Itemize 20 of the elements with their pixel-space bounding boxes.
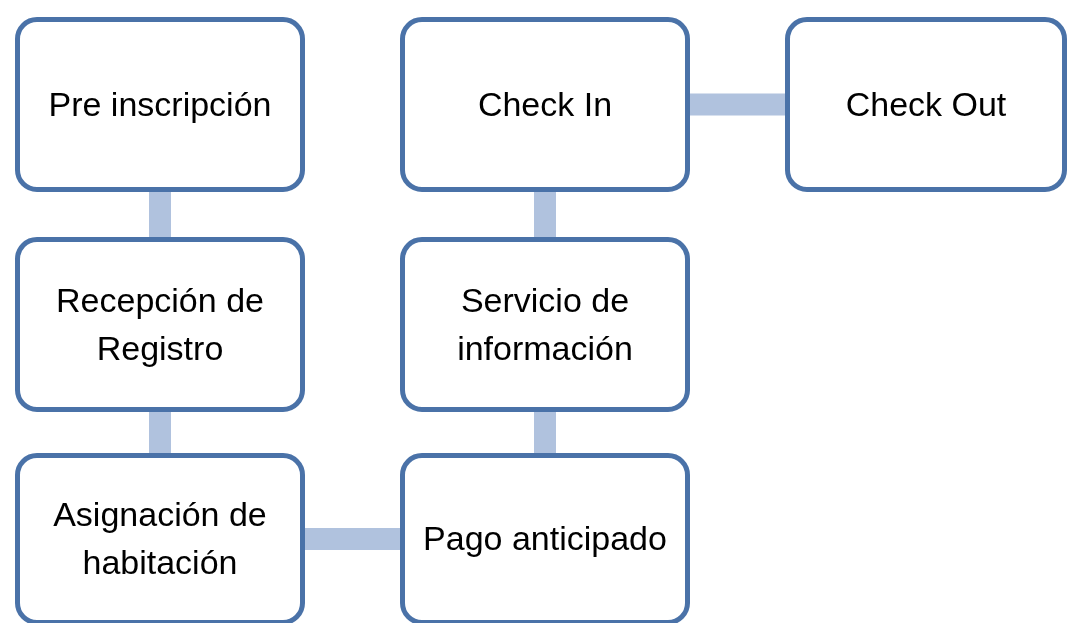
connector-line (534, 412, 556, 453)
process-box (400, 17, 690, 192)
box-label: Pre inscripción (48, 83, 272, 125)
process-box (15, 237, 305, 412)
process-box (15, 453, 305, 623)
connector-line (534, 192, 556, 237)
box-label: Asignación de habitación (52, 494, 268, 583)
process-box (400, 453, 690, 623)
process-box (400, 237, 690, 412)
connector-line (149, 192, 171, 237)
box-label: Pago anticipado (423, 518, 667, 560)
box-label: Servicio de información (456, 279, 634, 369)
connector-line (149, 412, 171, 453)
box-label: Recepción de Registro (55, 279, 265, 369)
box-label: Check Out (845, 83, 1007, 125)
connector-line (690, 93, 785, 116)
process-box (15, 17, 305, 192)
process-box (785, 17, 1067, 192)
box-label: Check In (477, 83, 613, 125)
connector-line (305, 528, 400, 550)
